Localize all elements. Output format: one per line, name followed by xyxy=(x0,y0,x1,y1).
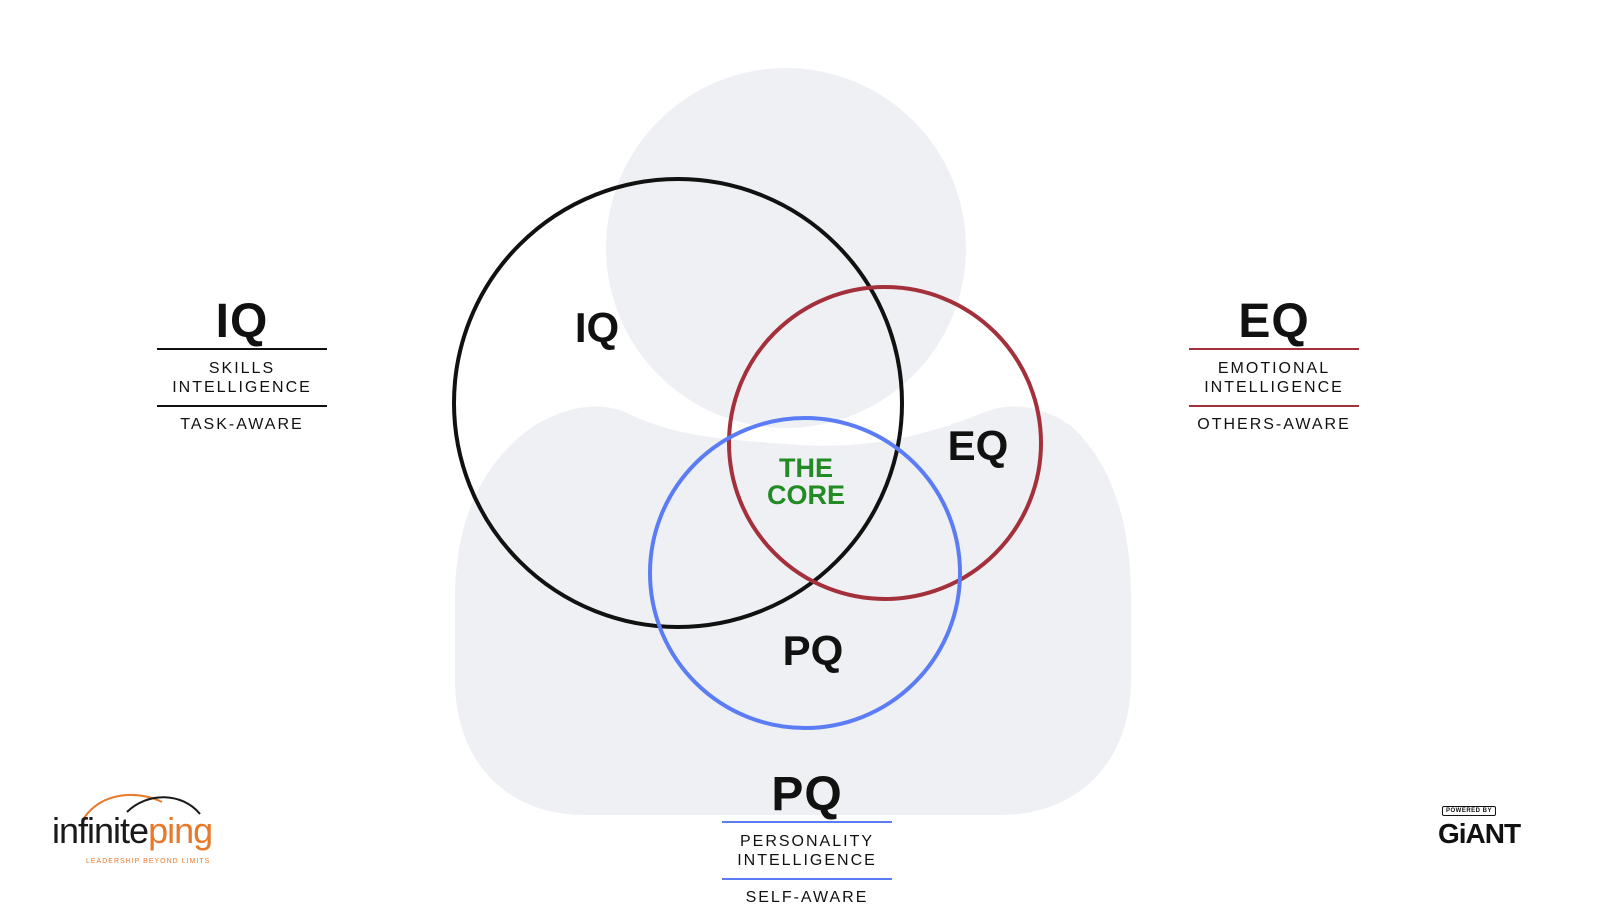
pq-panel-rule-top xyxy=(722,821,892,823)
eq-panel-code: EQ xyxy=(1238,295,1310,348)
iq-panel-aware: TASK-AWARE xyxy=(180,416,304,433)
giant-wordmark: GiANT xyxy=(1438,818,1521,849)
eq-panel-subtitle-line2: INTELLIGENCE xyxy=(1204,379,1344,396)
core-label-line1: THE xyxy=(779,453,833,483)
iq-panel-subtitle: SKILLS INTELLIGENCE xyxy=(157,350,327,405)
logo-tagline: LEADERSHIP BEYOND LIMITS xyxy=(86,858,211,865)
eq-panel-rule-bottom xyxy=(1189,405,1359,407)
giant-logo: POWERED BY GiANT xyxy=(1438,806,1538,856)
eq-panel-rule-top xyxy=(1189,348,1359,350)
eq-circle xyxy=(727,285,1043,601)
core-label-line2: CORE xyxy=(767,480,845,510)
iq-panel-rule-bottom xyxy=(157,405,327,407)
eq-circle-label: EQ xyxy=(948,422,1009,469)
pq-panel-aware: SELF-AWARE xyxy=(745,889,869,906)
logo-wordmark: infiniteping xyxy=(52,810,213,852)
eq-panel-subtitle-line1: EMOTIONAL xyxy=(1217,360,1331,377)
iq-panel: IQ SKILLS INTELLIGENCE TASK-AWARE xyxy=(157,296,327,434)
logo-word-part2: ping xyxy=(148,810,213,851)
iq-panel-subtitle-line1: SKILLS xyxy=(208,360,276,377)
logo-arc-icon xyxy=(83,793,201,819)
iq-circle-label: IQ xyxy=(575,304,619,351)
pq-circle-label: PQ xyxy=(783,627,844,674)
iq-panel-code: IQ xyxy=(215,295,269,348)
eq-panel-aware: OTHERS-AWARE xyxy=(1197,416,1351,433)
eq-panel: EQ EMOTIONAL INTELLIGENCE OTHERS-AWARE xyxy=(1189,296,1359,434)
pq-panel: PQ PERSONALITY INTELLIGENCE SELF-AWARE xyxy=(722,769,892,907)
pq-panel-subtitle-line1: PERSONALITY xyxy=(739,833,875,850)
eq-panel-subtitle: EMOTIONAL INTELLIGENCE xyxy=(1189,350,1359,405)
iq-circle xyxy=(452,177,904,629)
pq-panel-code: PQ xyxy=(771,768,843,821)
pq-panel-subtitle-line2: INTELLIGENCE xyxy=(737,852,877,869)
infiniteping-logo: infiniteping LEADERSHIP BEYOND LIMITS xyxy=(52,790,242,870)
pq-panel-subtitle: PERSONALITY INTELLIGENCE xyxy=(722,823,892,878)
pq-panel-rule-bottom xyxy=(722,878,892,880)
silhouette-body xyxy=(455,406,1131,815)
pq-circle xyxy=(648,416,962,730)
giant-powered-by: POWERED BY xyxy=(1442,806,1497,816)
silhouette-head xyxy=(606,68,966,428)
iq-panel-rule-top xyxy=(157,348,327,350)
iq-panel-subtitle-line2: INTELLIGENCE xyxy=(172,379,312,396)
logo-word-part1: infinite xyxy=(52,810,149,851)
